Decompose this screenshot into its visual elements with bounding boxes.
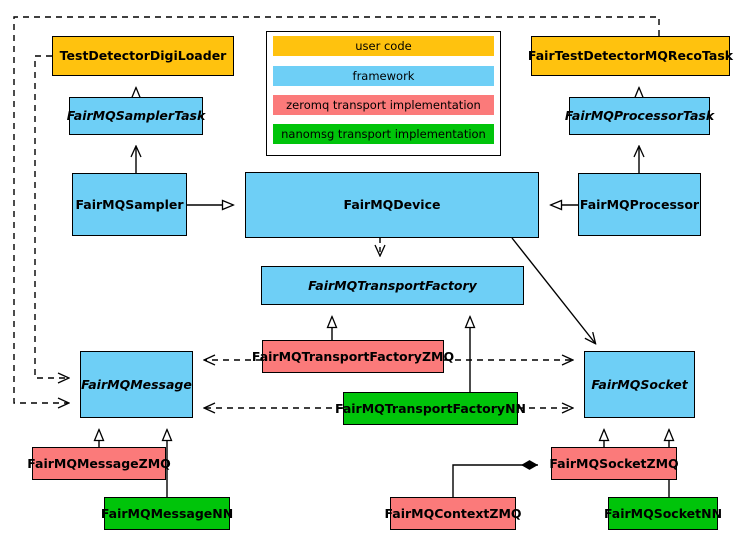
class-box-label: FairMQMessageZMQ	[27, 455, 171, 471]
edge-socketzmq-to-contextzmq	[452, 460, 539, 497]
edge-digiloader-to-message	[34, 55, 68, 378]
legend-item-user-code: user code	[273, 36, 494, 56]
class-box-label: FairMQTransportFactoryNN	[335, 400, 526, 416]
legend-label-user-code: user code	[355, 39, 412, 53]
class-box-label: FairTestDetectorMQRecoTask	[527, 48, 734, 64]
class-box-fairmqsamplertask[interactable]: FairMQSamplerTask	[66, 97, 206, 135]
class-box-fairmqprocessortask[interactable]: FairMQProcessorTask	[565, 97, 714, 135]
class-box-label: FairMQMessage	[81, 376, 192, 392]
edge-recotask-to-message	[13, 16, 660, 403]
edge-device-to-socket	[511, 237, 595, 343]
legend-label-framework: framework	[352, 69, 415, 83]
class-box-fairmqsocketzmq[interactable]: FairMQSocketZMQ	[549, 447, 679, 480]
class-box-fairmqmessagenn[interactable]: FairMQMessageNN	[100, 497, 234, 530]
class-box-fairmqsocket[interactable]: FairMQSocket	[584, 351, 695, 418]
class-box-label: FairMQTransportFactoryZMQ	[251, 348, 455, 364]
class-box-label: FairMQTransportFactory	[308, 277, 477, 293]
legend-item-nanomsg: nanomsg transport implementation	[273, 124, 494, 144]
class-box-fairtestdetectormqrecotask[interactable]: FairTestDetectorMQRecoTask	[527, 36, 734, 76]
class-box-fairmqcontextzmq[interactable]: FairMQContextZMQ	[384, 497, 522, 530]
class-box-testdetectordigiloader[interactable]: TestDetectorDigiLoader	[52, 36, 234, 76]
class-box-fairmqtransportfactoryzmq[interactable]: FairMQTransportFactoryZMQ	[252, 340, 454, 373]
class-box-label: FairMQProcessorTask	[564, 108, 715, 124]
class-box-fairmqsampler[interactable]: FairMQSampler	[72, 173, 187, 236]
class-box-fairmqmessage[interactable]: FairMQMessage	[80, 351, 193, 418]
class-box-label: FairMQSocket	[591, 376, 688, 392]
class-box-label: FairMQMessageNN	[100, 505, 234, 521]
class-box-label: FairMQContextZMQ	[384, 505, 522, 521]
legend-item-zeromq: zeromq transport implementation	[273, 95, 494, 115]
class-box-fairmqsocketnn[interactable]: FairMQSocketNN	[604, 497, 722, 530]
class-box-label: FairMQSampler	[75, 196, 184, 212]
class-box-fairmqdevice[interactable]: FairMQDevice	[245, 172, 539, 238]
class-box-fairmqtransportfactorynn[interactable]: FairMQTransportFactoryNN	[335, 392, 526, 425]
class-box-label: FairMQProcessor	[579, 196, 700, 212]
class-box-label: FairMQSamplerTask	[66, 108, 206, 124]
legend-label-zeromq: zeromq transport implementation	[286, 98, 481, 112]
class-box-fairmqmessagezmq[interactable]: FairMQMessageZMQ	[27, 447, 171, 480]
legend-item-framework: framework	[273, 66, 494, 86]
legend-label-nanomsg: nanomsg transport implementation	[281, 127, 486, 141]
class-box-label: FairMQDevice	[343, 197, 441, 213]
class-box-label: TestDetectorDigiLoader	[59, 48, 227, 64]
class-box-label: FairMQSocketNN	[603, 505, 723, 521]
class-box-fairmqtransportfactory[interactable]: FairMQTransportFactory	[261, 266, 524, 305]
class-box-label: FairMQSocketZMQ	[549, 455, 679, 471]
class-box-fairmqprocessor[interactable]: FairMQProcessor	[578, 173, 701, 236]
